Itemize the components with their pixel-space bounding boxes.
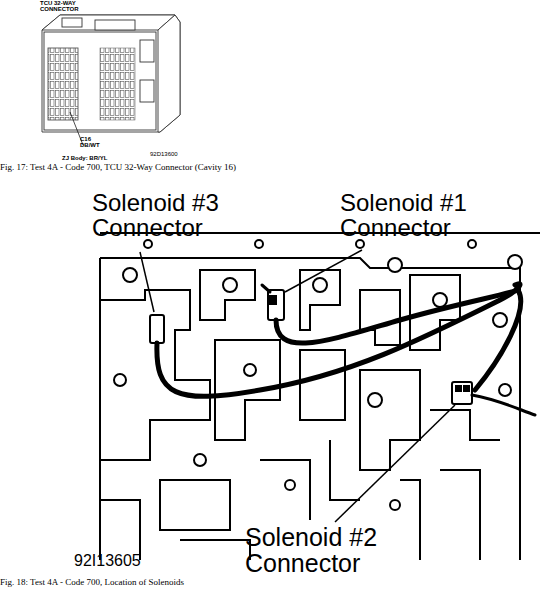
leader-lines (140, 250, 455, 522)
note: ZJ Body: BR/YL (62, 155, 152, 161)
figure-caption: Fig. 17: Test 4A - Code 700, TCU 32-Way … (0, 163, 540, 172)
wire-harness (157, 284, 535, 415)
figure-number: 92D13600 (150, 151, 210, 157)
valve-body (100, 233, 540, 560)
figure-number: 92I13605 (74, 553, 214, 570)
part-name: TCU 32-WAY CONNECTOR (40, 0, 100, 13)
part-label: Solenoid #3 Connector (92, 190, 257, 240)
part-label: Solenoid #2 Connector (245, 524, 430, 577)
figure-caption: Fig. 18: Test 4A - Code 700, Location of… (0, 578, 540, 587)
pin-name: C16 DB/WT (80, 136, 112, 149)
bolt-holes (114, 240, 522, 510)
tcu-connector (42, 15, 180, 145)
solenoid-connectors (150, 290, 472, 404)
part-label: Solenoid #1 Connector (340, 190, 515, 240)
